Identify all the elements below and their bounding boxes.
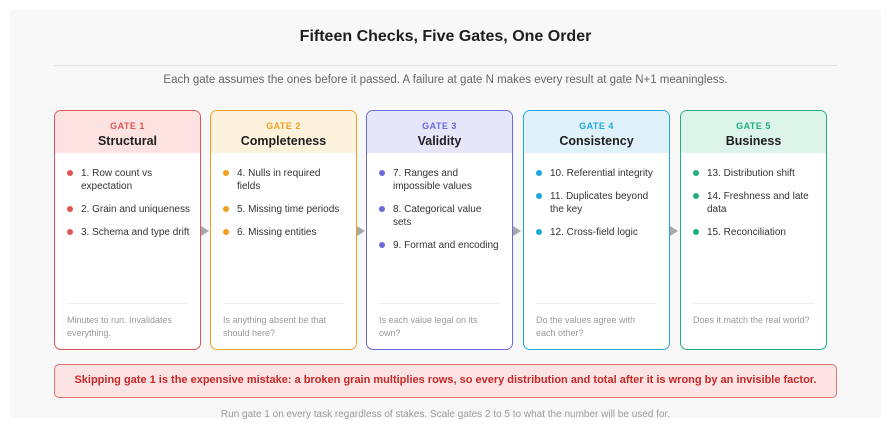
gate-name: Validity (417, 134, 462, 148)
flow-arrow-icon (670, 226, 678, 236)
bullet-dot-icon (223, 206, 229, 212)
bullet-dot-icon (67, 206, 73, 212)
gate-number: GATE 3 (422, 121, 457, 131)
check-item: 15. Reconciliation (693, 226, 816, 239)
check-item-label: 15. Reconciliation (707, 227, 786, 238)
gate-card-1: GATE 1 Structural 1. Row count vs expectat… (54, 110, 201, 350)
gate-footer-note: Is each value legal on its own? (379, 303, 500, 339)
bullet-dot-icon (693, 193, 699, 199)
gate-footer-note: Is anything absent be that should here? (223, 303, 344, 339)
gate-card-5: GATE 5 Business 13. Distribution shift 14. … (680, 110, 827, 350)
warning-callout: Skipping gate 1 is the expensive mistake… (54, 364, 837, 398)
check-item-label: 9. Format and encoding (393, 240, 499, 251)
check-item: 3. Schema and type drift (67, 226, 190, 239)
gate-card-4: GATE 4 Consistency 10. Referential integri… (523, 110, 670, 350)
check-item: 1. Row count vs expectation (67, 167, 190, 193)
bullet-dot-icon (693, 170, 699, 176)
check-item-label: 11. Duplicates beyond the key (550, 191, 649, 215)
gate-check-list: 7. Ranges and impossible values 8. Catego… (367, 153, 512, 252)
check-item: 6. Missing entities (223, 226, 346, 239)
gate-number: GATE 4 (579, 121, 614, 131)
gate-name: Completeness (240, 134, 327, 148)
check-item-label: 8. Categorical value sets (393, 204, 482, 228)
flow-arrow-icon (513, 226, 521, 236)
gate-header: GATE 1 Structural (55, 111, 200, 153)
gate-name: Business (725, 134, 782, 148)
gate-check-list: 1. Row count vs expectation 2. Grain and … (55, 153, 200, 239)
check-item: 4. Nulls in required fields (223, 167, 346, 193)
bullet-dot-icon (379, 170, 385, 176)
bullet-dot-icon (536, 229, 542, 235)
check-item-label: 10. Referential integrity (550, 168, 653, 179)
check-item-label: 6. Missing entities (237, 227, 317, 238)
check-item: 14. Freshness and late data (693, 190, 816, 216)
bullet-dot-icon (536, 170, 542, 176)
gate-footer-note: Do the values agree with each other? (536, 303, 657, 339)
gate-footer-note: Minutes to run. Invalidates everything. (67, 303, 188, 339)
title-divider (54, 65, 837, 66)
check-item: 13. Distribution shift (693, 167, 816, 180)
footer-note: Run gate 1 on every task regardless of s… (220, 409, 671, 420)
gate-header: GATE 3 Validity (367, 111, 512, 153)
check-item: 2. Grain and uniqueness (67, 203, 190, 216)
flow-arrow-icon (357, 226, 365, 236)
gate-header: GATE 2 Completeness (211, 111, 356, 153)
gate-card-2: GATE 2 Completeness 4. Nulls in required f… (210, 110, 357, 350)
gate-check-list: 4. Nulls in required fields 5. Missing ti… (211, 153, 356, 239)
check-item-label: 1. Row count vs expectation (81, 168, 153, 192)
gate-number: GATE 5 (736, 121, 771, 131)
check-item: 10. Referential integrity (536, 167, 659, 180)
bullet-dot-icon (693, 229, 699, 235)
check-item-label: 4. Nulls in required fields (237, 168, 321, 192)
gate-header: GATE 4 Consistency (524, 111, 669, 153)
check-item-label: 13. Distribution shift (707, 168, 795, 179)
gate-number: GATE 2 (266, 121, 301, 131)
check-item: 5. Missing time periods (223, 203, 346, 216)
gate-check-list: 10. Referential integrity 11. Duplicates … (524, 153, 669, 239)
check-item: 8. Categorical value sets (379, 203, 502, 229)
bullet-dot-icon (67, 229, 73, 235)
check-item-label: 3. Schema and type drift (81, 227, 190, 238)
gate-name: Structural (97, 134, 158, 148)
gate-footer-note: Does it match the real world? (693, 303, 814, 327)
check-item-label: 2. Grain and uniqueness (81, 204, 190, 215)
check-item-label: 7. Ranges and impossible values (393, 168, 472, 192)
gate-name: Consistency (559, 134, 634, 148)
check-item: 9. Format and encoding (379, 239, 502, 252)
bullet-dot-icon (223, 170, 229, 176)
gate-check-list: 13. Distribution shift 14. Freshness and … (681, 153, 826, 239)
bullet-dot-icon (67, 170, 73, 176)
bullet-dot-icon (379, 206, 385, 212)
gate-card-3: GATE 3 Validity 7. Ranges and impossible v… (366, 110, 513, 350)
bullet-dot-icon (536, 193, 542, 199)
diagram-subtitle: Each gate assumes the ones before it pas… (163, 74, 728, 86)
diagram-title: Fifteen Checks, Five Gates, One Order (299, 28, 592, 45)
check-item: 11. Duplicates beyond the key (536, 190, 659, 216)
check-item-label: 14. Freshness and late data (707, 191, 809, 215)
gate-header: GATE 5 Business (681, 111, 826, 153)
gate-number: GATE 1 (110, 121, 145, 131)
bullet-dot-icon (223, 229, 229, 235)
flow-arrow-icon (201, 226, 209, 236)
bullet-dot-icon (379, 242, 385, 248)
check-item-label: 5. Missing time periods (237, 204, 340, 215)
check-item: 12. Cross-field logic (536, 226, 659, 239)
check-item-label: 12. Cross-field logic (550, 227, 638, 238)
check-item: 7. Ranges and impossible values (379, 167, 502, 193)
